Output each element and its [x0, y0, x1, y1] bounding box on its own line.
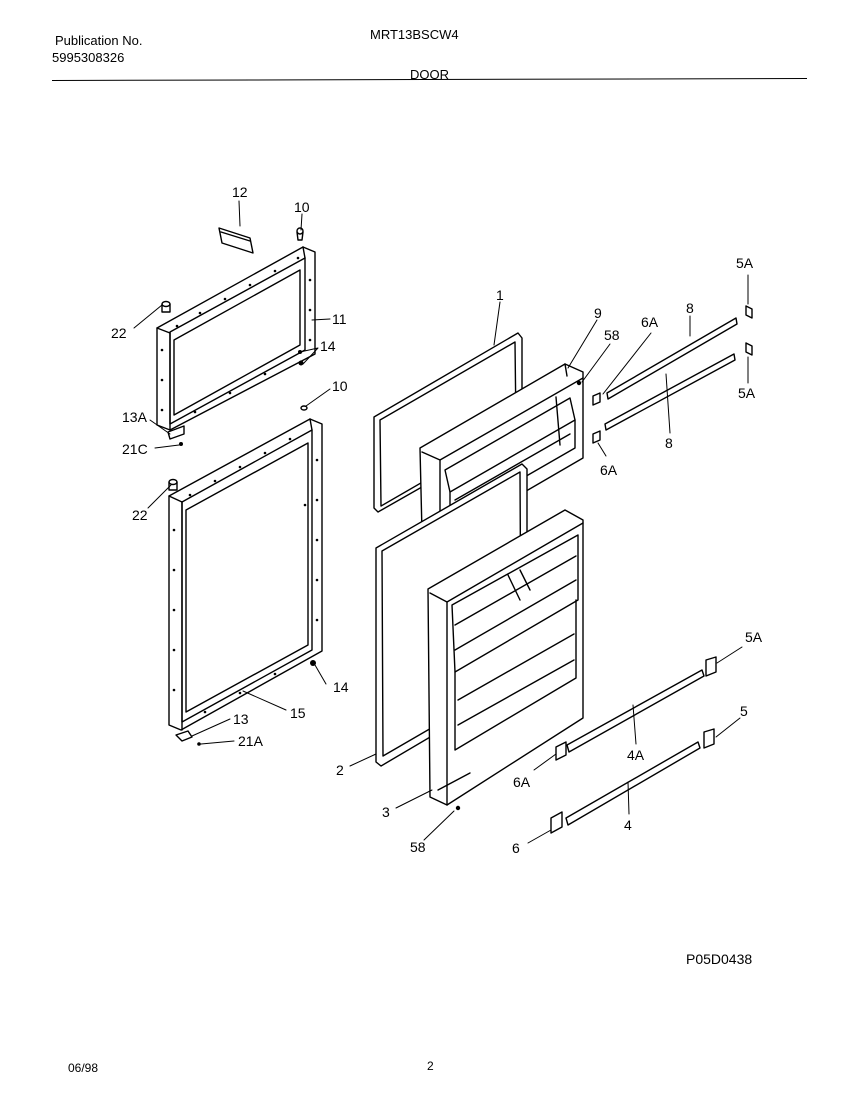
- part-13a-hinge-bracket: [167, 425, 185, 446]
- part-8-rail-upper: [606, 317, 738, 400]
- callout-21c: 21C: [122, 441, 148, 457]
- model-number: MRT13BSCW4: [370, 27, 459, 42]
- callout-6a-upper: 6A: [641, 314, 659, 330]
- part-58-screw-lower: [455, 805, 461, 811]
- part-4-rail: [565, 741, 701, 826]
- callout-4a: 4A: [627, 747, 645, 763]
- part-3-fresh-food-door-liner: [427, 509, 584, 806]
- callout-13a: 13A: [122, 409, 148, 425]
- callout-58-upper: 58: [604, 327, 620, 343]
- part-6a-end-cap: [555, 741, 567, 761]
- callout-14-upper: 14: [320, 338, 336, 354]
- part-10-plug-upper: [296, 227, 304, 241]
- callout-labels: 12 10 22 11 14 10 13A 21C 22 14 13 15 21…: [111, 184, 763, 856]
- callout-21a: 21A: [238, 733, 264, 749]
- part-14-screw-lower: [310, 660, 316, 666]
- part-8-rail-lower: [604, 353, 736, 431]
- callout-4: 4: [624, 817, 632, 833]
- page-number: 2: [427, 1059, 434, 1073]
- callout-58-lower: 58: [410, 839, 426, 855]
- callout-8-upper: 8: [686, 300, 694, 316]
- part-22-hinge-pin-upper: [161, 300, 171, 313]
- part-13-hinge: [175, 730, 201, 746]
- callout-5: 5: [740, 703, 748, 719]
- diagram-code: P05D0438: [686, 951, 753, 967]
- part-22-hinge-pin-lower: [168, 478, 178, 491]
- callout-6a-middle: 6A: [600, 462, 618, 478]
- part-6a-caps-upper: [592, 392, 601, 444]
- part-58-screw-upper: [576, 380, 582, 386]
- callout-6a-lower: 6A: [513, 774, 531, 790]
- callout-5a-1: 5A: [736, 255, 754, 271]
- callout-10-upper: 10: [294, 199, 310, 215]
- part-15-fresh-food-door-frame: [168, 418, 323, 731]
- part-4a-rail: [566, 669, 705, 753]
- part-5a-end-cap-lower: [705, 656, 717, 677]
- callout-5a-2: 5A: [738, 385, 756, 401]
- part-11-frame-holes: [160, 256, 312, 414]
- publication-label: Publication No.: [55, 33, 143, 48]
- callout-1: 1: [496, 287, 504, 303]
- part-5-end-cap: [703, 728, 715, 749]
- callout-2: 2: [336, 762, 344, 778]
- callout-15: 15: [290, 705, 306, 721]
- part-5a-caps-upper: [745, 305, 753, 356]
- part-6-end-cap: [550, 811, 563, 834]
- callout-11: 11: [332, 311, 347, 327]
- part-10-plug-lower: [300, 405, 308, 411]
- callout-12: 12: [232, 184, 248, 200]
- callout-6: 6: [512, 840, 520, 856]
- callout-9: 9: [594, 305, 602, 321]
- callout-3: 3: [382, 804, 390, 820]
- callout-22-upper: 22: [111, 325, 127, 341]
- leader-lines: [133, 200, 749, 844]
- part-11-freezer-door-frame: [156, 246, 316, 431]
- footer-date: 06/98: [68, 1061, 99, 1075]
- callout-14-lower: 14: [333, 679, 349, 695]
- callout-5a-3: 5A: [745, 629, 763, 645]
- section-title: DOOR: [410, 67, 449, 82]
- callout-10-lower: 10: [332, 378, 348, 394]
- part-15-frame-holes: [172, 437, 319, 714]
- part-12-trim-strip: [218, 227, 254, 254]
- callout-22-lower: 22: [132, 507, 148, 523]
- callout-8-lower: 8: [665, 435, 673, 451]
- callout-13: 13: [233, 711, 249, 727]
- publication-number: 5995308326: [52, 50, 125, 65]
